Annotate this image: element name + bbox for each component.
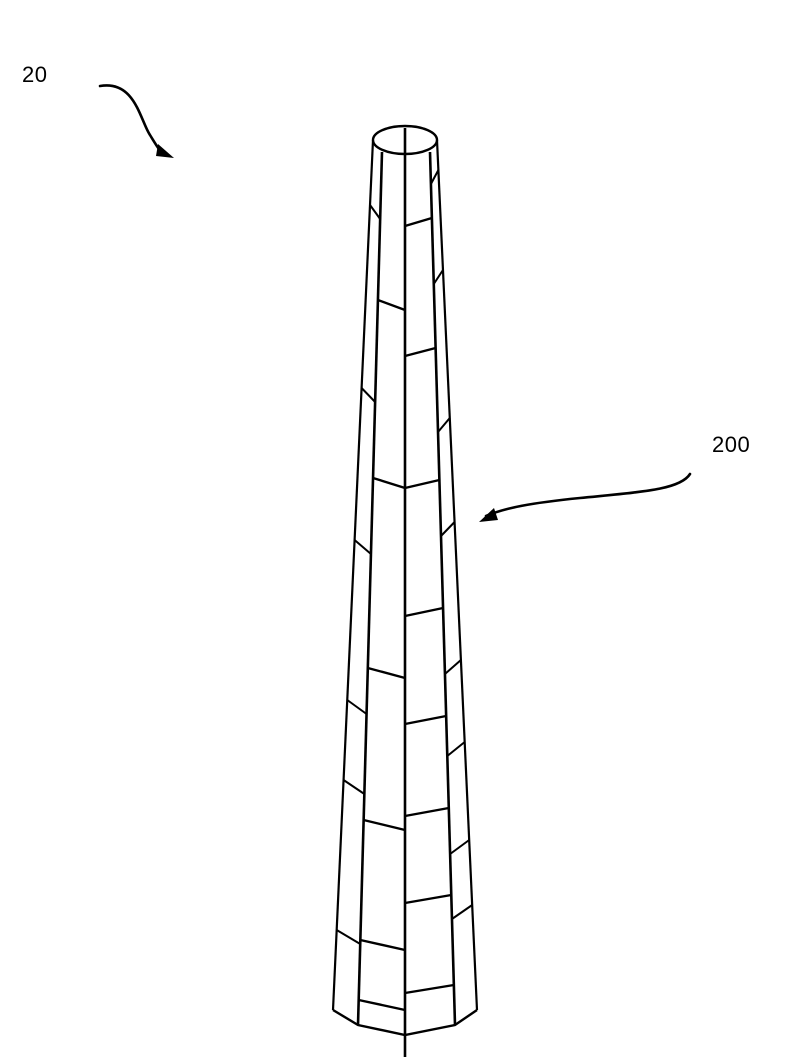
tower-edge-inner-right [428, 151, 457, 1026]
tower-edge-outer-left [331, 139, 375, 1011]
segment-joint-right [404, 346, 436, 358]
segment-joint-left [360, 938, 406, 952]
segment-joint-outer-right [449, 839, 470, 855]
segment-joint-right [404, 806, 450, 818]
reference-label-200: 200 [712, 432, 751, 457]
segment-joint-outer-left [353, 539, 372, 555]
segment-joint-outer-right [430, 169, 440, 185]
segment-joint-left [367, 666, 406, 680]
segment-joint-outer-right [444, 659, 462, 675]
reference-label-20: 20 [22, 62, 48, 87]
segment-joint-outer-left [360, 387, 376, 403]
segment-joint-outer-right [451, 904, 473, 920]
segment-joint-left [363, 818, 406, 832]
segment-joint-left [377, 298, 406, 312]
segment-joint-left [358, 998, 406, 1012]
segment-joint-outer-right [437, 417, 451, 433]
segment-joint-right [404, 478, 440, 490]
segment-joint-outer-left [369, 204, 381, 220]
segment-joint-right [404, 893, 452, 905]
arrowhead-icon [156, 144, 174, 158]
segment-joint-right [404, 714, 447, 726]
segment-joint-outer-left [346, 699, 368, 715]
tower-edge-outer-right [435, 139, 479, 1011]
segment-joint-outer-right [446, 741, 466, 757]
arrow-200-line [484, 472, 692, 518]
segment-joint-right [404, 606, 444, 618]
segment-joint-right [404, 216, 433, 228]
segment-joint-outer-right [440, 521, 456, 537]
arrowhead-icon [479, 508, 498, 522]
segment-joint-left [372, 476, 406, 490]
segment-joint-outer-left [336, 929, 361, 945]
segment-joint-outer-left [343, 779, 365, 795]
segment-joint-right [404, 983, 455, 995]
arrow-20-line [98, 84, 168, 157]
segment-joint-outer-right [432, 269, 444, 285]
tower-top-rim [371, 124, 439, 156]
tower-edge-inner-left [356, 151, 384, 1026]
tower-bottom-rim [332, 1008, 478, 1037]
